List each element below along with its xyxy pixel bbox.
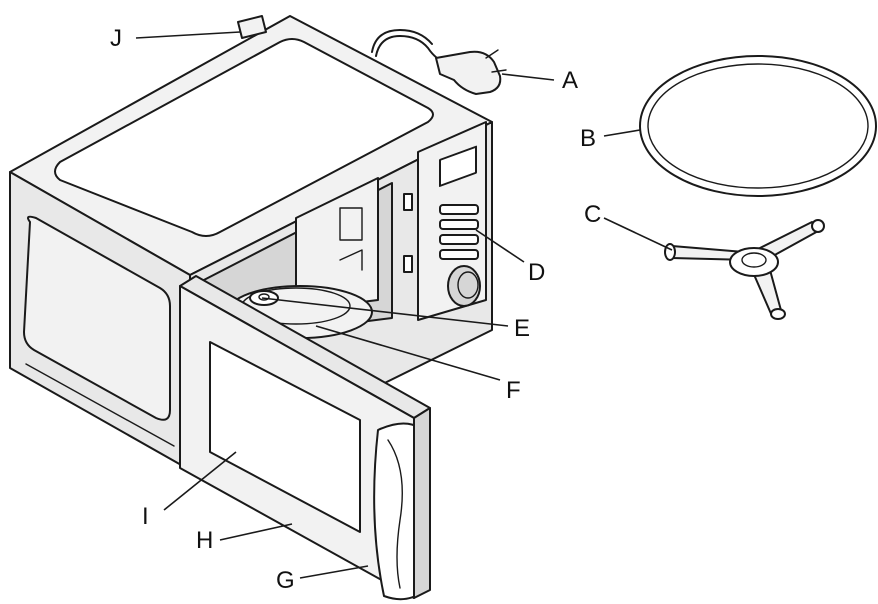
- label-c: C: [584, 201, 601, 228]
- leader-line-e: [261, 297, 509, 327]
- leader-lines: [135, 31, 673, 579]
- door-latch-slot: [403, 193, 413, 211]
- label-a: A: [562, 67, 578, 94]
- door-handle[interactable]: [373, 422, 423, 601]
- control-knob[interactable]: [447, 265, 481, 307]
- leader-line-j: [135, 31, 241, 39]
- leader-line-b: [603, 129, 641, 137]
- side-window: [23, 215, 171, 421]
- top-recess: [54, 38, 434, 237]
- leader-line-d: [475, 229, 525, 263]
- label-j: J: [110, 25, 122, 52]
- roller-wheel: [664, 243, 676, 261]
- label-g: G: [276, 567, 295, 594]
- control-display: [439, 145, 477, 187]
- turntable-coupler-hub: [258, 293, 270, 301]
- control-button[interactable]: [439, 249, 479, 260]
- door-latch-slot: [403, 255, 413, 273]
- leader-line-f: [315, 325, 501, 381]
- label-b: B: [580, 125, 596, 152]
- control-panel: [403, 121, 487, 321]
- glass-tray: [639, 55, 877, 197]
- roller-wheel: [811, 219, 825, 233]
- control-button[interactable]: [439, 219, 479, 230]
- leader-line-a: [501, 73, 555, 81]
- control-button[interactable]: [439, 234, 479, 245]
- part-labels: A B C D E F G H I J: [110, 25, 601, 594]
- cavity-vent: [339, 207, 363, 241]
- glass-tray-outer: [639, 55, 877, 197]
- door: [179, 275, 431, 601]
- cavity-back-wall: [295, 177, 379, 311]
- power-plug-prong: [485, 49, 507, 73]
- power-cord: [371, 29, 507, 95]
- leader-line-g: [299, 565, 369, 579]
- roller-support-hub: [729, 247, 779, 277]
- glass-tray-inner: [647, 63, 869, 189]
- top-connector-block: [237, 15, 267, 39]
- label-i: I: [142, 503, 149, 530]
- leader-line-i: [163, 451, 237, 511]
- label-f: F: [506, 377, 521, 404]
- roller-support-hub-inner: [741, 252, 767, 268]
- roller-wheel: [770, 308, 786, 320]
- label-e: E: [514, 315, 530, 342]
- door-side-edge: [413, 407, 431, 599]
- power-cable-outer: [371, 29, 433, 53]
- side-bottom-trim: [25, 363, 175, 447]
- control-knob-inner: [457, 271, 479, 299]
- roller-support: [664, 219, 825, 320]
- power-plug: [435, 50, 502, 95]
- door-handle-grip: [387, 439, 403, 589]
- control-button[interactable]: [439, 204, 479, 215]
- leader-line-c: [603, 217, 673, 251]
- top-connector: [237, 15, 267, 39]
- cavity-vent-inner: [339, 249, 363, 271]
- control-buttons: [439, 204, 479, 260]
- leader-line-h: [219, 523, 293, 541]
- label-h: H: [196, 527, 213, 554]
- label-d: D: [528, 259, 545, 286]
- door-window: [209, 341, 361, 533]
